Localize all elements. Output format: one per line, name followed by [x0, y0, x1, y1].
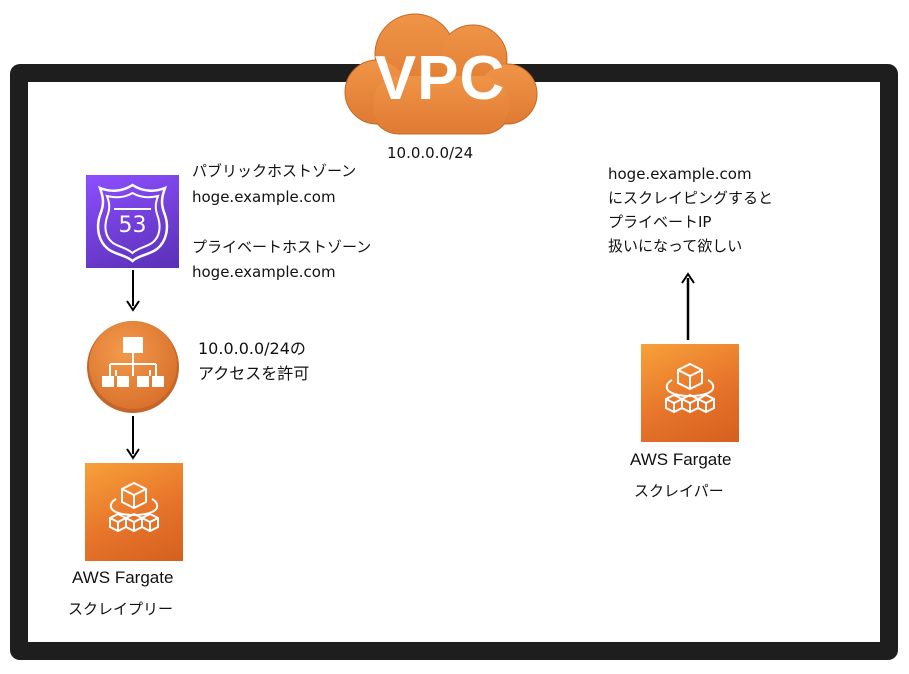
private-zone-domain: hoge.example.com — [192, 263, 336, 281]
arrow-lb-to-fargate — [126, 416, 140, 460]
lb-note-line1: 10.0.0.0/24の — [198, 339, 306, 358]
fargate-left-icon — [85, 463, 183, 561]
scraper-note-line3: プライベートIP — [608, 213, 712, 231]
arrow-route53-to-lb — [126, 270, 140, 312]
vpc-cidr: 10.0.0.0/24 — [387, 144, 474, 162]
public-zone-domain: hoge.example.com — [192, 188, 336, 206]
scraper-note-line1: hoge.example.com — [608, 165, 752, 183]
route53-icon: 53 — [86, 175, 179, 268]
fargate-left-subtitle: スクレイプリー — [68, 600, 174, 618]
lb-note-line2: アクセスを許可 — [198, 364, 310, 383]
fargate-right-title: AWS Fargate — [630, 450, 732, 469]
route53-badge-number: 53 — [118, 213, 147, 238]
scraper-note-line2: にスクレイピングすると — [608, 189, 774, 207]
vpc-label: VPC — [374, 44, 506, 113]
load-balancer-icon — [86, 320, 180, 414]
fargate-left-title: AWS Fargate — [72, 568, 174, 587]
fargate-right-subtitle: スクレイパー — [634, 482, 724, 500]
private-zone-label: プライベートホストゾーン — [192, 238, 372, 256]
fargate-right-icon — [641, 344, 739, 442]
scraper-note-line4: 扱いになって欲しい — [608, 237, 743, 255]
arrow-scraper-to-note — [681, 272, 695, 340]
public-zone-label: パブリックホストゾーン — [192, 162, 357, 180]
vpc-cloud-icon: VPC — [335, 4, 545, 144]
